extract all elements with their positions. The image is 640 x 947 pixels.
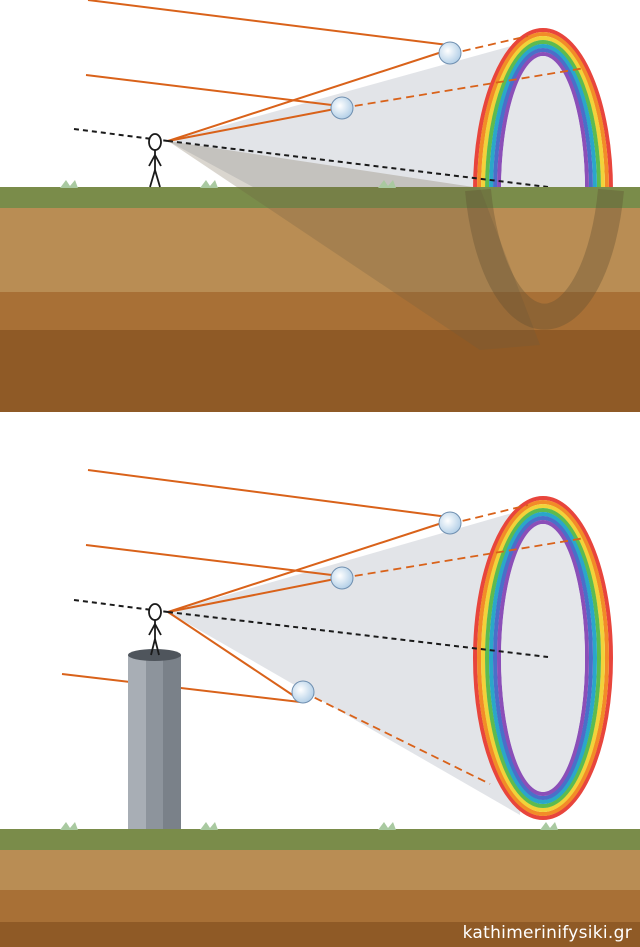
grass-tuft	[200, 822, 218, 830]
sun-ray	[85, 74, 341, 107]
raindrop	[291, 680, 315, 704]
sun-ray	[87, 0, 449, 46]
sight-line	[73, 599, 169, 613]
site-watermark: kathimerinifysiki.gr	[462, 923, 632, 943]
raindrop	[438, 511, 462, 535]
observer-figure	[148, 133, 162, 188]
grass-tuft	[200, 180, 218, 188]
soil-top	[0, 208, 640, 292]
grass	[0, 829, 640, 850]
grass-tuft	[378, 180, 396, 188]
raindrop	[330, 566, 354, 590]
sight-line	[73, 128, 169, 142]
sun-ray	[85, 544, 341, 577]
panel-elevated-observer	[0, 469, 640, 947]
grass-tuft	[60, 822, 78, 830]
pillar	[128, 649, 181, 830]
rainbow-ring	[473, 496, 613, 820]
raindrop	[438, 41, 462, 65]
sun-ray	[87, 469, 449, 518]
grass-tuft	[540, 822, 558, 830]
observer-figure	[148, 603, 162, 656]
soil-deep	[0, 330, 640, 412]
soil-deep	[0, 922, 640, 947]
soil-top	[0, 850, 640, 890]
grass-tuft	[60, 180, 78, 188]
grass-tuft	[378, 822, 396, 830]
soil-mid	[0, 890, 640, 922]
panel-ground-observer	[0, 0, 640, 412]
soil-mid	[0, 292, 640, 330]
raindrop	[330, 96, 354, 120]
grass	[0, 187, 640, 208]
viewing-cone	[168, 505, 540, 815]
